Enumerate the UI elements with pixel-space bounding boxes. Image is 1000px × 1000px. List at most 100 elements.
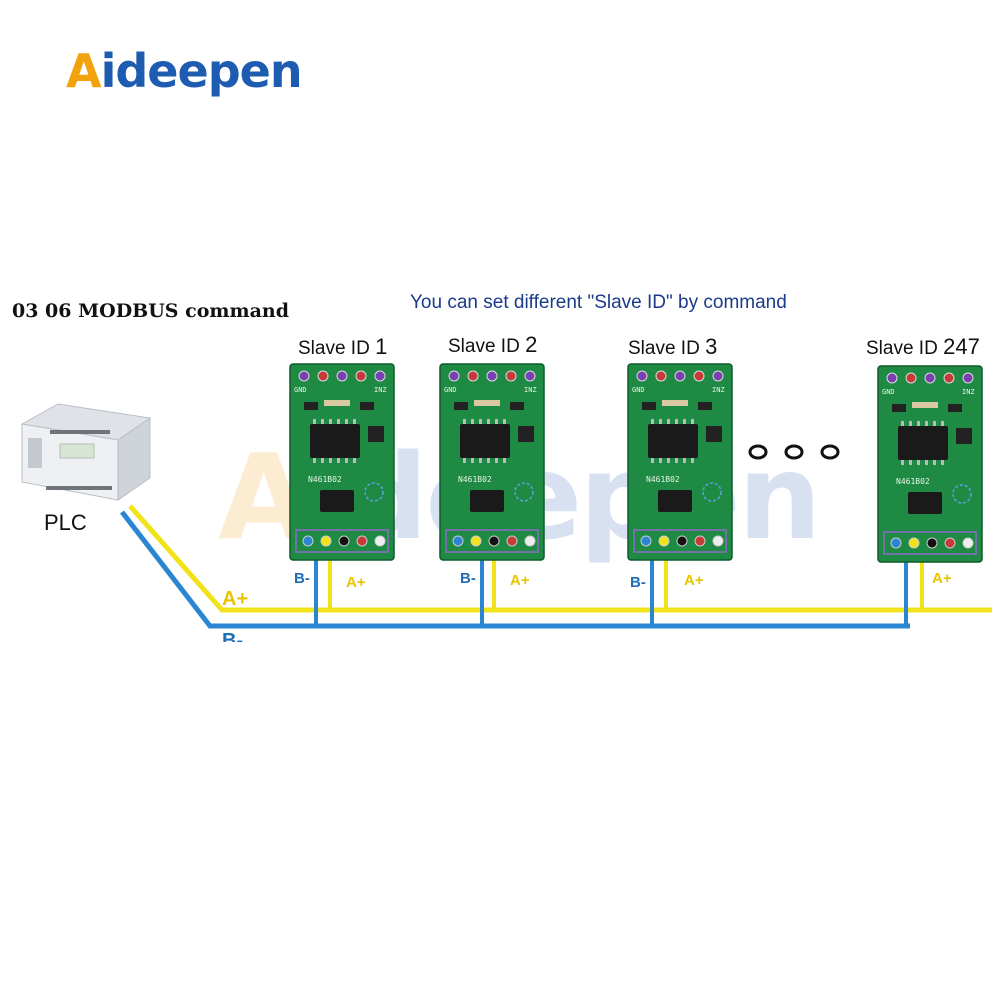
board-3-a-label: A+: [684, 572, 704, 589]
terminal-pin: [452, 535, 464, 547]
smd-part: [454, 402, 468, 410]
top-pin: [655, 370, 667, 382]
chip-pin: [487, 458, 490, 463]
chip-pin: [479, 458, 482, 463]
smd-part: [510, 402, 524, 410]
smd-part: [698, 402, 712, 410]
pin-left-label: GND: [444, 386, 457, 394]
terminal-pin: [962, 537, 974, 549]
logo-first-letter: A: [66, 44, 102, 98]
terminal-pin: [302, 535, 314, 547]
chip-pin: [321, 458, 324, 463]
smd-part: [892, 404, 906, 412]
bus-wire-b: [120, 510, 910, 629]
board-3-b-label: B-: [630, 574, 646, 591]
top-pin: [693, 370, 705, 382]
top-pin: [712, 370, 724, 382]
terminal-pin: [908, 537, 920, 549]
chip-pin: [353, 458, 356, 463]
terminal-pin: [374, 535, 386, 547]
smd-part: [642, 402, 656, 410]
chip-pin: [691, 419, 694, 424]
chip-text: N461B02: [896, 477, 930, 486]
terminal-block: [883, 531, 977, 555]
terminal-pin: [640, 535, 652, 547]
ellipsis-dot-1: [748, 444, 768, 460]
chip-pin: [933, 421, 936, 426]
chip-pin: [471, 419, 474, 424]
second-chip: [658, 490, 692, 512]
chip-pin: [487, 419, 490, 424]
board-1-a-label: A+: [346, 574, 366, 591]
slave-label-prefix: Slave ID: [866, 338, 944, 359]
chip-text: N461B02: [458, 475, 492, 484]
smd-part: [662, 400, 688, 406]
chip-pin: [691, 458, 694, 463]
chip-pin: [329, 419, 332, 424]
jumper-circle: [702, 482, 722, 502]
chip-pin: [683, 419, 686, 424]
regulator: [706, 426, 722, 442]
smd-part: [324, 400, 350, 406]
pin-right-label: INZ: [374, 386, 387, 394]
chip-pin: [933, 460, 936, 465]
chip-pin: [659, 419, 662, 424]
ellipsis-dot-3: [820, 444, 840, 460]
chip-pin: [925, 421, 928, 426]
chip-pin: [683, 458, 686, 463]
plc-side-face: [117, 417, 151, 501]
plc-terminals: [46, 430, 112, 490]
top-pin: [636, 370, 648, 382]
terminal-pin: [320, 535, 332, 547]
regulator: [518, 426, 534, 442]
slave-id-value: 1: [375, 334, 388, 359]
terminal-pin: [926, 537, 938, 549]
chip-pin: [471, 458, 474, 463]
plc-device: [20, 403, 152, 501]
chip-pin: [337, 458, 340, 463]
chip-pin: [667, 419, 670, 424]
slave-id-value: 247: [943, 334, 980, 359]
slave-label-prefix: Slave ID: [448, 336, 526, 357]
top-pin: [317, 370, 329, 382]
pin-right-label: INZ: [712, 386, 725, 394]
jumper-circle: [364, 482, 384, 502]
chip-pin: [337, 419, 340, 424]
chip-pin: [909, 421, 912, 426]
terminal-pin: [676, 535, 688, 547]
top-pin: [905, 372, 917, 384]
top-pin: [674, 370, 686, 382]
chip-pin: [503, 458, 506, 463]
smd-part: [912, 402, 938, 408]
chip-pin: [667, 458, 670, 463]
bus-wire-a: [128, 504, 992, 613]
jumper-circle: [952, 484, 972, 504]
pin-left-label: GND: [632, 386, 645, 394]
second-chip: [320, 490, 354, 512]
terminal-block: [633, 529, 727, 553]
top-pin: [486, 370, 498, 382]
regulator: [368, 426, 384, 442]
smd-part: [948, 404, 962, 412]
chip-pin: [321, 419, 324, 424]
smd-part: [304, 402, 318, 410]
main-chip: [898, 426, 948, 460]
chip-pin: [675, 458, 678, 463]
chip-pin: [313, 419, 316, 424]
terminal-pin: [944, 537, 956, 549]
board-pcb: [289, 363, 395, 561]
terminal-pin: [470, 535, 482, 547]
chip-pin: [345, 419, 348, 424]
slave-id-value: 2: [525, 332, 538, 357]
pin-left-label: GND: [294, 386, 307, 394]
chip-pin: [941, 460, 944, 465]
chip-text: N461B02: [308, 475, 342, 484]
top-pin: [943, 372, 955, 384]
bus-label-b: B-: [222, 630, 244, 642]
board-2-a-label: A+: [510, 572, 530, 589]
top-pin: [924, 372, 936, 384]
terminal-block: [445, 529, 539, 553]
chip-pin: [941, 421, 944, 426]
